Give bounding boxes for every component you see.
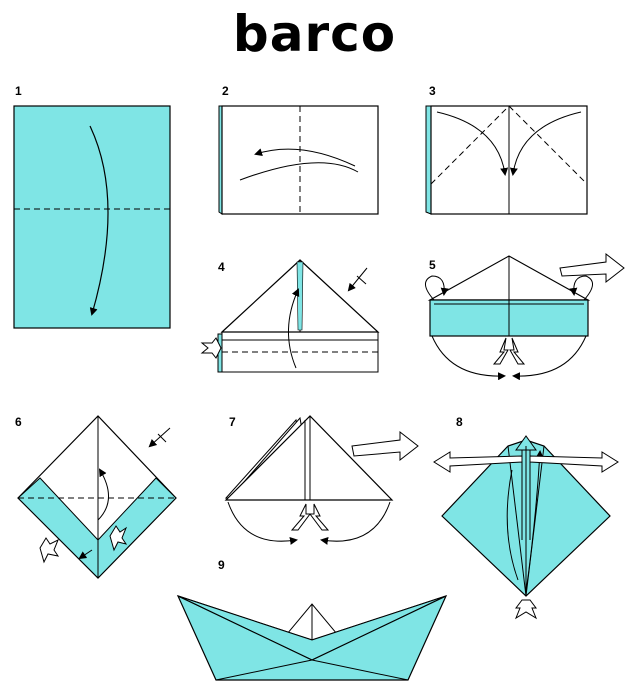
step-5-figure	[425, 254, 624, 376]
step-1-figure	[14, 106, 170, 328]
step-7-figure	[226, 416, 418, 541]
step-9-figure	[178, 596, 446, 680]
step-3-figure	[426, 106, 587, 214]
step-4-figure	[202, 260, 378, 372]
step-8-figure	[434, 436, 618, 618]
step-2-figure	[219, 106, 378, 214]
step-6-figure	[18, 416, 176, 578]
